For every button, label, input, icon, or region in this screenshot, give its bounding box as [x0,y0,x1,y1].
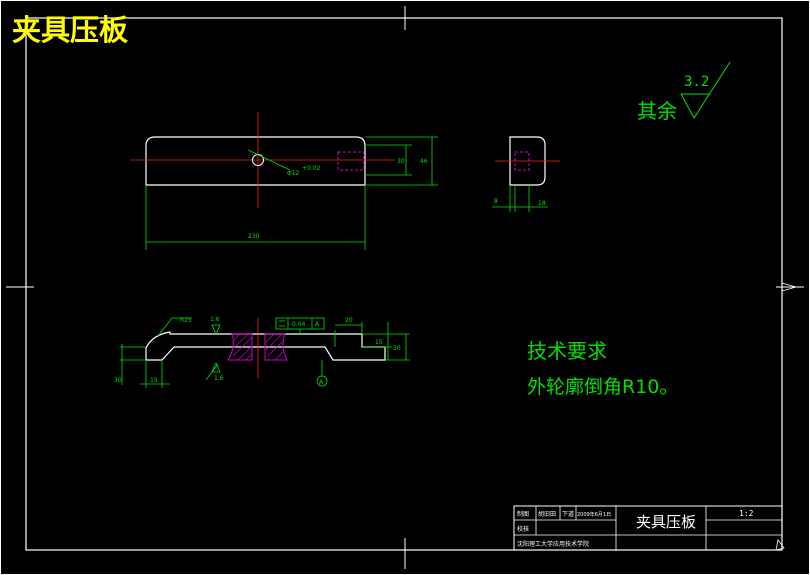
section-dim-left-w: 15 [150,377,158,384]
inner-border [25,17,783,551]
dim-height-inner: 30 [397,158,405,165]
surface-finish-symbol: 其余 3.2 [637,61,731,123]
title-block-part-name: 夹具压板 [636,513,696,531]
side-dim-a: 8 [494,198,498,205]
roughness-check-mark [680,61,731,119]
radius-leader [157,317,192,337]
title-block-r2c1: 校核 [517,525,529,533]
title-block-r1c3: 下道 [562,510,574,518]
surface-finish-value: 3.2 [684,74,709,90]
front-view: 230 Φ12 +0.02 30 46 [130,112,438,250]
datum-label: A [319,379,324,386]
orientation-mark-right [781,282,798,292]
flatness-frame: 0.04 A [275,317,325,334]
roughness-symbol-bottom [211,362,221,373]
side-dim-b: 18 [538,200,546,207]
flatness-value: 0.04 [292,321,306,328]
title-block-r1c1: 制图 [517,510,529,518]
section-outline [145,331,386,361]
notes-line-1: 外轮廓倒角R10。 [527,376,678,398]
section-hatch-left [227,333,253,361]
roughness-top-value: 1.6 [210,316,220,323]
orientation-mark-bottom [775,539,785,551]
title-block-school: 沈阳理工大学应用技术学院 [517,540,589,548]
dim-length: 230 [248,233,260,240]
section-hatch-right [264,333,288,361]
hole-tolerance: +0.02 [302,165,321,172]
section-dim-r: R25 [180,317,192,324]
header-title: 夹具压板 [12,13,129,47]
roughness-bottom-value: 1.6 [214,375,224,382]
datum-circle [316,375,328,387]
centering-marks [6,6,804,569]
notes-heading: 技术要求 [527,339,607,363]
side-view: 8 18 [492,136,560,212]
section-dim-right: 20 [345,317,353,324]
roughness-symbol-top [211,324,221,335]
hidden-slot [337,151,365,171]
side-view-outline [509,136,546,186]
section-view: 30 15 R25 1.6 1.6 0.04 A A 20 [114,316,410,388]
title-block-scale: 1:2 [739,509,754,518]
section-dim-depth: 15 [375,339,383,346]
section-dim-total: 30 [393,345,401,352]
surface-finish-label: 其余 [637,99,677,123]
section-dim-left-h: 30 [114,377,122,384]
hole-leader [247,149,291,171]
hole-callout: Φ12 [287,170,300,177]
flatness-datum-ref: A [315,321,320,328]
title-block: 制图 胡旧田 下道 2009年6月1日 校核 沈阳理工大学应用技术学院 夹具压板… [513,505,783,551]
front-view-outline [145,136,366,186]
title-block-r1c4: 2009年6月1日 [577,511,611,518]
dim-height-outer: 46 [420,158,428,165]
title-block-r1c2: 胡旧田 [538,510,556,518]
